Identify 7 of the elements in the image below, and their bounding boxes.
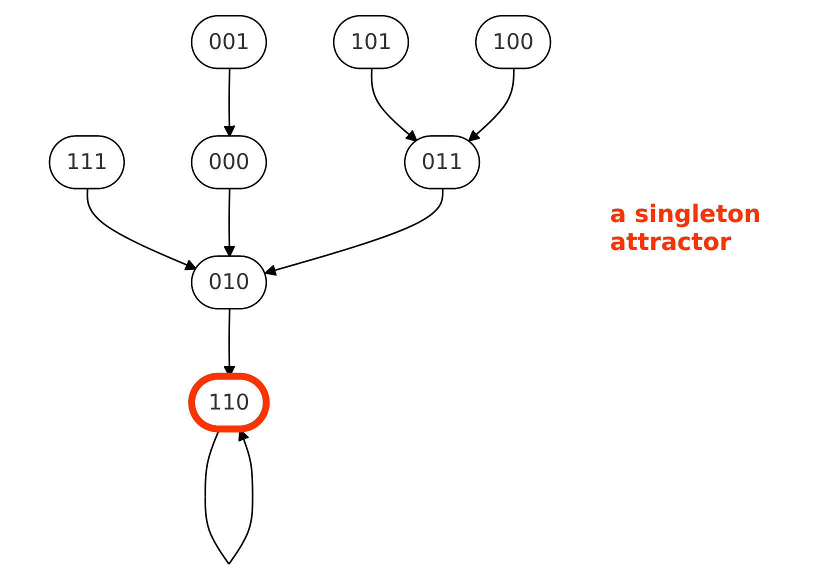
arrow <box>370 69 418 142</box>
annotation-text: a singleton attractor <box>610 200 762 256</box>
arrow <box>223 189 236 258</box>
arrow <box>264 189 444 276</box>
arrow <box>468 69 515 142</box>
arrow <box>223 69 236 138</box>
arrow <box>86 189 197 270</box>
